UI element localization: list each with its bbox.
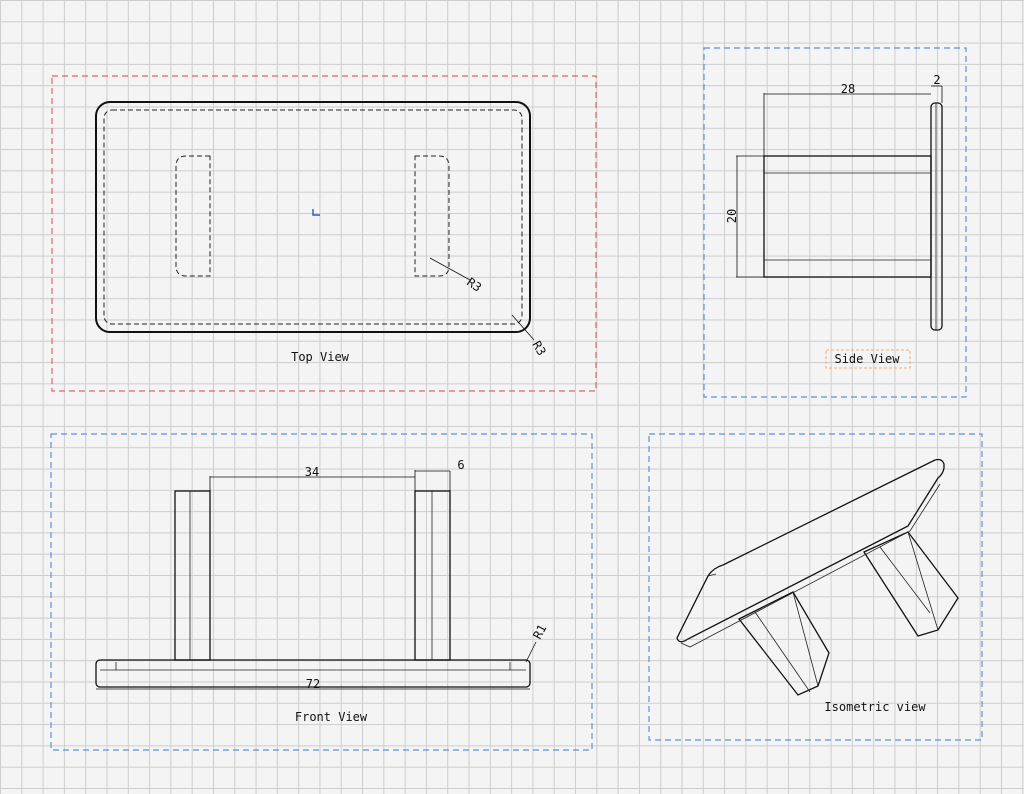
- side-leg: [763, 155, 932, 278]
- dim-height-label: 20: [725, 209, 739, 223]
- side-caption-highlight: [825, 349, 911, 369]
- front-right-leg: [414, 490, 451, 661]
- dim-length-label: 28: [841, 82, 855, 96]
- iso-front-leg: [738, 591, 830, 696]
- iso-back-leg-face: [907, 531, 939, 631]
- origin-marker-icon: [312, 209, 320, 216]
- side-view[interactable]: 28 2 20 Side View: [703, 47, 967, 398]
- top-view-hidden-edge: [103, 109, 523, 325]
- dim-radius-label: R1: [530, 622, 549, 641]
- top-view-caption: Top View: [291, 350, 350, 364]
- front-view[interactable]: 34 6 72 R1 Front View: [50, 433, 593, 751]
- top-view-outline: [95, 101, 531, 333]
- slot-radius-leader: [429, 257, 471, 281]
- iso-plate: [676, 458, 945, 643]
- front-left-leg: [174, 490, 211, 661]
- left-slot-hidden: [175, 155, 211, 277]
- isometric-view[interactable]: Isometric view: [648, 433, 983, 741]
- iso-view-frame[interactable]: [648, 433, 983, 741]
- dim-r1-leader: [525, 641, 537, 663]
- iso-back-leg-edge: [879, 546, 931, 614]
- right-slot-hidden: [414, 155, 450, 277]
- iso-view-caption: Isometric view: [824, 700, 926, 714]
- side-view-frame[interactable]: [703, 47, 967, 398]
- top-view[interactable]: R3 R3 Top View: [51, 75, 597, 392]
- dim-leg-width-label: 6: [457, 458, 464, 472]
- iso-plate-fillet: [707, 573, 717, 577]
- corner-radius-leader: [511, 314, 535, 341]
- dim-overall-label: 72: [306, 677, 320, 691]
- slot-radius-label: R3: [464, 275, 484, 295]
- corner-radius-label: R3: [529, 339, 548, 359]
- iso-plate-thickness: [680, 483, 941, 648]
- dim-gap-label: 34: [305, 465, 319, 479]
- side-view-caption[interactable]: Side View: [834, 352, 900, 366]
- iso-front-leg-edge: [754, 611, 811, 693]
- front-view-caption: Front View: [295, 710, 368, 724]
- front-view-frame[interactable]: [50, 433, 593, 751]
- iso-back-leg: [863, 531, 959, 637]
- dim-thickness-label: 2: [933, 73, 940, 87]
- front-base-plate: [95, 659, 531, 688]
- top-view-frame[interactable]: [51, 75, 597, 392]
- side-plate: [930, 102, 943, 331]
- iso-front-leg-face: [792, 591, 819, 687]
